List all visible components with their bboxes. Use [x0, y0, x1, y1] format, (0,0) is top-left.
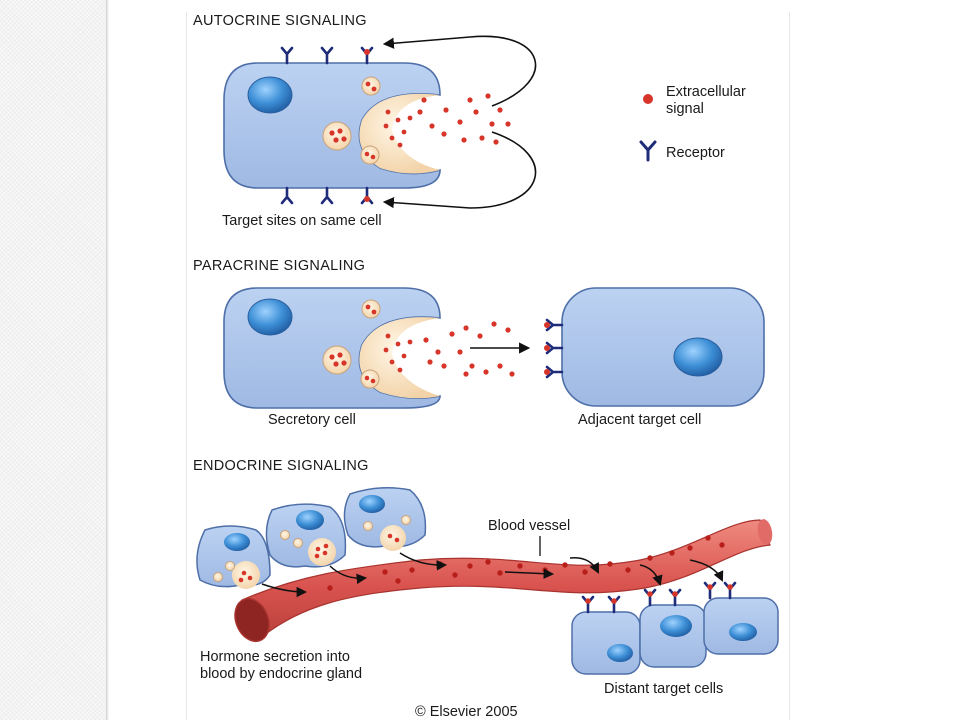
secretory-cell-label: Secretory cell	[268, 412, 356, 428]
endocrine-arrows	[261, 552, 724, 598]
distant-target-cells	[571, 597, 779, 675]
legend-signal-line2: signal	[666, 101, 704, 117]
hormone-label-line2: blood by endocrine gland	[200, 666, 362, 682]
legend-signal-line1: Extracellular	[666, 84, 746, 100]
endocrine-gland-cells	[196, 487, 427, 589]
autocrine-nucleus	[247, 76, 293, 114]
hormone-label-line1: Hormone secretion into	[200, 649, 350, 665]
distant-cell-receptors	[581, 581, 737, 614]
target-nucleus	[673, 337, 723, 377]
distant-target-label: Distant target cells	[604, 681, 723, 697]
receptor-icon	[639, 140, 657, 162]
endocrine-heading: ENDOCRINE SIGNALING	[193, 458, 369, 474]
paracrine-released-signals	[423, 321, 515, 377]
legend: Extracellular signal Receptor	[639, 84, 746, 162]
paracrine-nucleus	[247, 298, 293, 336]
autocrine-secretory-cell	[223, 62, 441, 189]
target-same-cell-label: Target sites on same cell	[222, 213, 382, 229]
paracrine-heading: PARACRINE SIGNALING	[193, 258, 365, 274]
blood-vessel-label: Blood vessel	[488, 518, 570, 534]
left-decorative-strip	[0, 0, 106, 720]
adjacent-target-label: Adjacent target cell	[578, 412, 701, 428]
autocrine-released-signals	[417, 93, 511, 145]
autocrine-arrow-top	[382, 35, 537, 107]
left-strip-shadow	[106, 0, 109, 720]
copyright-text: © Elsevier 2005	[415, 704, 518, 720]
extracellular-signal-icon	[643, 94, 653, 104]
legend-receptor: Receptor	[666, 145, 725, 161]
autocrine-heading: AUTOCRINE SIGNALING	[193, 13, 367, 29]
paracrine-secretory-cell	[223, 287, 441, 409]
autocrine-top-receptors	[280, 46, 374, 65]
autocrine-arrow-bottom	[382, 131, 537, 209]
adjacent-cell-receptors	[544, 318, 564, 379]
adjacent-target-cell	[561, 287, 765, 407]
autocrine-bottom-receptors	[280, 186, 374, 205]
